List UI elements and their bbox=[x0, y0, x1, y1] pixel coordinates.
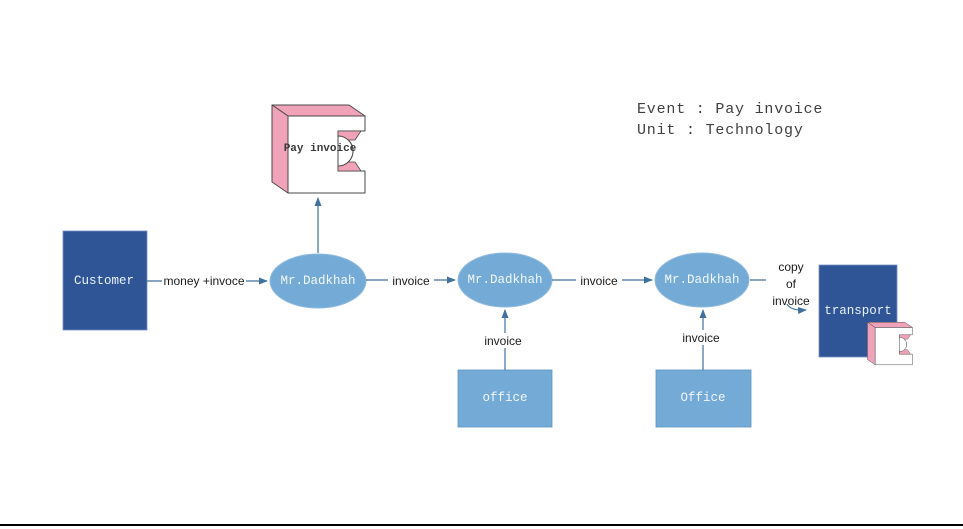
edge-label-invoice-office2: invoice bbox=[682, 331, 720, 345]
office1-label: office bbox=[482, 391, 527, 405]
edge-label-invoice-1: invoice bbox=[392, 274, 430, 288]
label-bg bbox=[576, 273, 622, 288]
node-actor-1[interactable] bbox=[269, 253, 367, 309]
edge-label-invoice-office1: invoice bbox=[484, 334, 522, 348]
node-office-1[interactable] bbox=[457, 369, 553, 428]
label-bg bbox=[162, 273, 246, 289]
customer-label: Customer bbox=[74, 274, 134, 288]
edge-label-copy: copy bbox=[778, 260, 803, 274]
label-bg bbox=[678, 330, 724, 345]
bottom-divider bbox=[0, 524, 963, 526]
actor3-label: Mr.Dadkhah bbox=[664, 273, 739, 287]
connector-actor3-transport bbox=[786, 303, 807, 315]
actor1-label: Mr.Dadkhah bbox=[280, 274, 355, 288]
actor2-label: Mr.Dadkhah bbox=[467, 273, 542, 287]
label-bg bbox=[480, 333, 526, 348]
office2-label: Office bbox=[680, 391, 725, 405]
transport-event-symbol-icon[interactable] bbox=[867, 321, 913, 366]
pay-invoice-symbol-label: Pay invoice bbox=[284, 143, 357, 155]
node-actor-3[interactable] bbox=[654, 252, 750, 308]
edge-label-of: of bbox=[786, 277, 797, 291]
node-customer[interactable] bbox=[62, 230, 148, 331]
node-office-2[interactable] bbox=[655, 369, 752, 428]
edge-label-copy-invoice: invoice bbox=[772, 294, 810, 308]
transport-label: transport bbox=[824, 304, 892, 318]
event-title: Event : Pay invoice bbox=[637, 101, 823, 118]
unit-title: Unit : Technology bbox=[637, 122, 804, 139]
label-bg bbox=[766, 258, 816, 309]
label-bg bbox=[388, 273, 434, 288]
edge-label-invoice-2: invoice bbox=[580, 274, 618, 288]
edge-label-money-invoice: money +invoce bbox=[163, 274, 244, 288]
